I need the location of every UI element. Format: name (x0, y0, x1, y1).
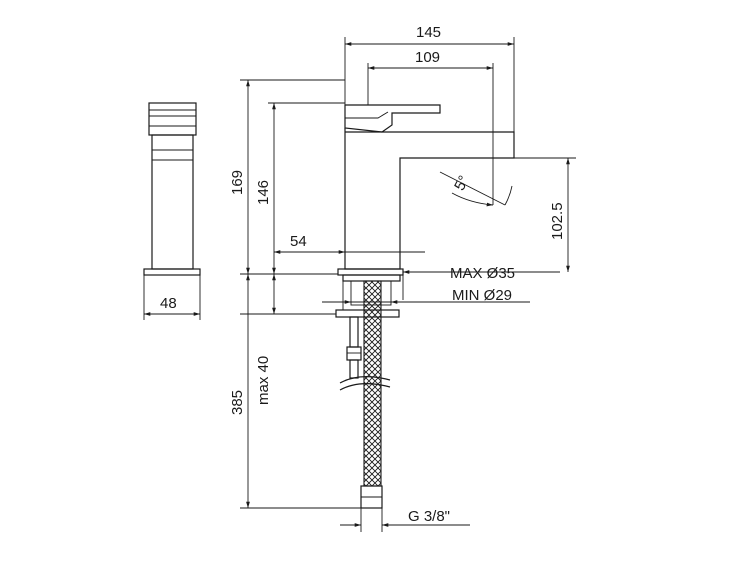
spout-angle: 5° (439, 171, 513, 207)
dimension-lever-reach: 109 (415, 49, 440, 66)
side-view: 48 (143, 102, 201, 320)
mounting-assembly (335, 274, 401, 509)
faucet-body (337, 104, 560, 276)
body-outline (344, 128, 515, 270)
dimension-spout-angle: 5° (451, 173, 473, 194)
dimension-min-hole: MIN Ø29 (452, 287, 512, 304)
lower-dimensions: max 40 385 (229, 274, 361, 509)
dimension-max-hole: MAX Ø35 (450, 265, 515, 282)
side-lever-cap (148, 102, 197, 136)
body-base (337, 268, 404, 276)
spout-height-dimension: 102.5 (514, 157, 576, 272)
side-base (143, 268, 201, 276)
dimension-base-offset: 54 (290, 233, 307, 250)
dimension-body-height: 146 (255, 180, 272, 205)
lever-handle (344, 104, 441, 133)
dimension-base-width: 48 (160, 295, 177, 312)
top-dimensions: 145 109 (344, 24, 515, 205)
hole-dimensions: MAX Ø35 MIN Ø29 (322, 265, 530, 310)
height-dimensions: 169 146 54 (229, 79, 425, 275)
dimension-max-deck: max 40 (255, 356, 272, 405)
thread-dimension: G 3/8" (340, 508, 470, 532)
dimension-thread: G 3/8" (408, 508, 450, 525)
dimension-overall-height: 169 (229, 170, 246, 195)
dimension-hose-length: 385 (229, 390, 246, 415)
dimension-overall-depth: 145 (416, 24, 441, 41)
dimension-spout-height: 102.5 (549, 202, 566, 240)
side-body (151, 134, 194, 270)
